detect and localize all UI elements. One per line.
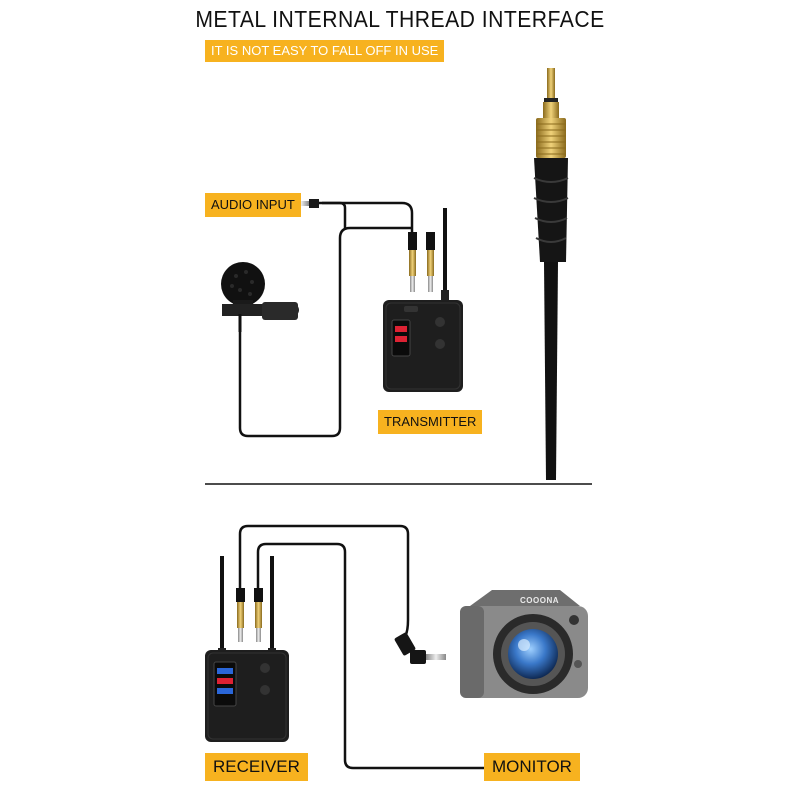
camera-icon [460, 590, 588, 698]
camera-plug-icon [394, 632, 446, 664]
audio-input-label: AUDIO INPUT [205, 193, 301, 217]
receiver-label: RECEIVER [205, 753, 308, 781]
large-connector-icon [533, 68, 569, 480]
page-title: METAL INTERNAL THREAD INTERFACE [195, 6, 605, 32]
camera-brand: COOONA [520, 596, 559, 605]
subtitle-badge: IT IS NOT EASY TO FALL OFF IN USE [205, 40, 445, 62]
transmitter-label: TRANSMITTER [378, 410, 483, 434]
monitor-label: MONITOR [484, 753, 580, 781]
receiver-device-icon [205, 650, 289, 742]
transmitter-device-icon [383, 300, 463, 392]
receiver-connectors-icon [218, 556, 276, 658]
lavalier-microphone-icon [221, 262, 299, 332]
transmitter-connectors-icon [408, 208, 449, 300]
